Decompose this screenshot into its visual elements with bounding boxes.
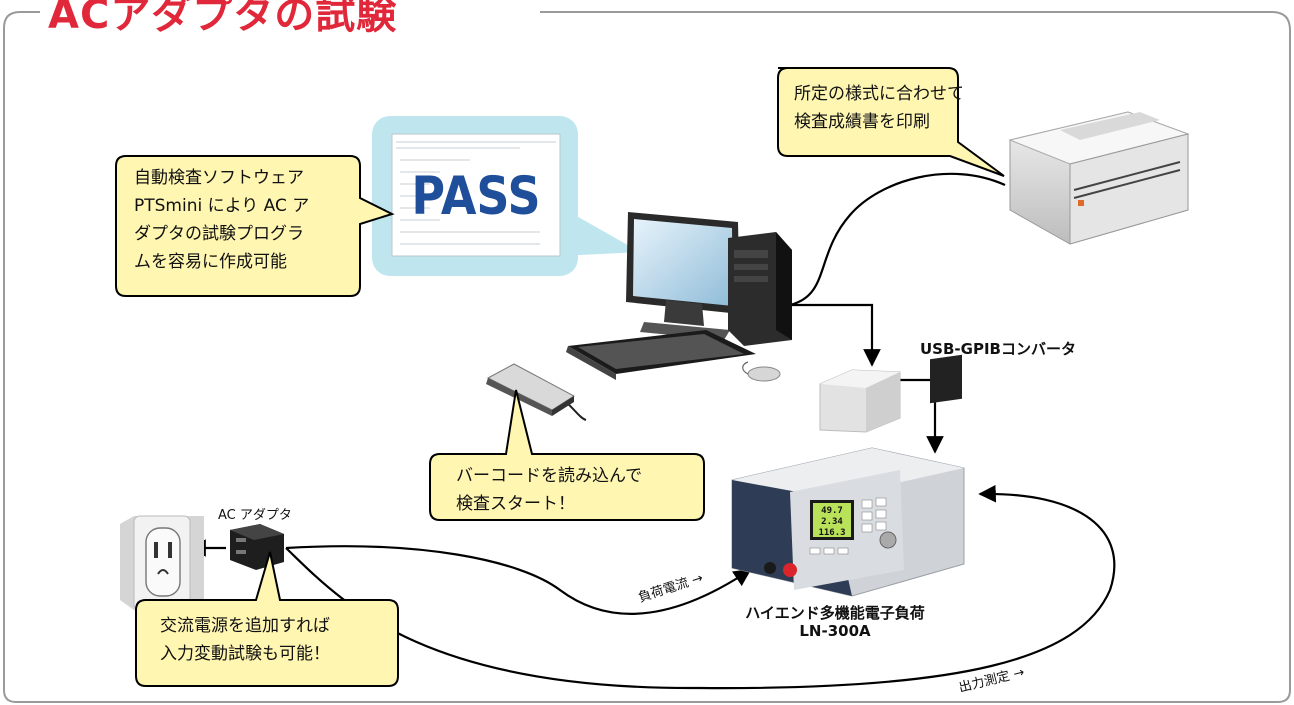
load-display-line-2: 2.34: [821, 517, 843, 527]
software-callout-bubble: [115, 155, 395, 297]
electronic-load: 49.7 2.34 116.3: [731, 354, 965, 597]
output-measure-label: 出力測定 →: [957, 665, 1026, 696]
diagram-frame: [3, 11, 1291, 703]
software-callout-line: ダプタの試験プログラ: [134, 224, 304, 244]
usb-gpib-converter: [819, 369, 901, 433]
software-screenshot-rows: [396, 141, 556, 245]
pc-to-converter-line: [790, 303, 881, 367]
adapter-label: AC アダプタ: [218, 508, 292, 523]
printer: [1008, 111, 1190, 245]
software-callout-line: ムを容易に作成可能: [134, 252, 287, 272]
wall-outlet: [120, 515, 204, 611]
ac-source-callout-line: 交流電源を追加すれば: [160, 616, 330, 636]
load-display-line-1: 49.7: [821, 506, 843, 516]
load-name-label: ハイエンド多機能電子負荷: [745, 604, 925, 622]
screen-callout-pointer: [560, 210, 640, 256]
pass-text: PASS: [411, 165, 540, 227]
ac-adapter: [230, 524, 284, 570]
printer-callout-line: 検査成績書を印刷: [794, 112, 930, 132]
output-measure-cable: [285, 484, 1116, 690]
printer-cable: [789, 172, 1006, 307]
printer-callout-line: 所定の様式に合わせて: [794, 84, 964, 104]
converter-to-load-line: [900, 378, 944, 454]
software-screenshot: [391, 133, 561, 257]
barcode-reader: [486, 363, 575, 416]
barcode-callout-bubble: [429, 389, 705, 521]
converter-label: USB-GPIBコンバータ: [920, 340, 1076, 358]
software-callout-line: 自動検査ソフトウェア: [134, 168, 304, 188]
ac-source-callout-text: 交流電源を追加すれば 入力変動試験も可能！: [160, 612, 330, 668]
load-current-cable: [285, 545, 752, 615]
page-title: ACアダプタの試験: [48, 0, 398, 38]
load-model-label: LN-300A: [799, 622, 871, 640]
software-callout-line: PTSmini により AC ア: [134, 196, 310, 216]
barcode-callout-line: 検査スタート！: [456, 494, 575, 514]
load-display-line-3: 116.3: [818, 528, 845, 538]
ac-source-callout-line: 入力変動試験も可能！: [160, 644, 330, 664]
software-callout-text: 自動検査ソフトウェア PTSmini により AC ア ダプタの試験プログラ ム…: [134, 164, 309, 276]
ac-source-callout-bubble: [135, 551, 399, 687]
desktop-computer: [566, 212, 792, 382]
barcode-callout-line: バーコードを読み込んで: [456, 466, 643, 486]
printer-callout-bubble: [777, 67, 1005, 177]
printer-callout-text: 所定の様式に合わせて 検査成績書を印刷: [794, 80, 964, 136]
barcode-callout-text: バーコードを読み込んで 検査スタート！: [456, 462, 642, 518]
